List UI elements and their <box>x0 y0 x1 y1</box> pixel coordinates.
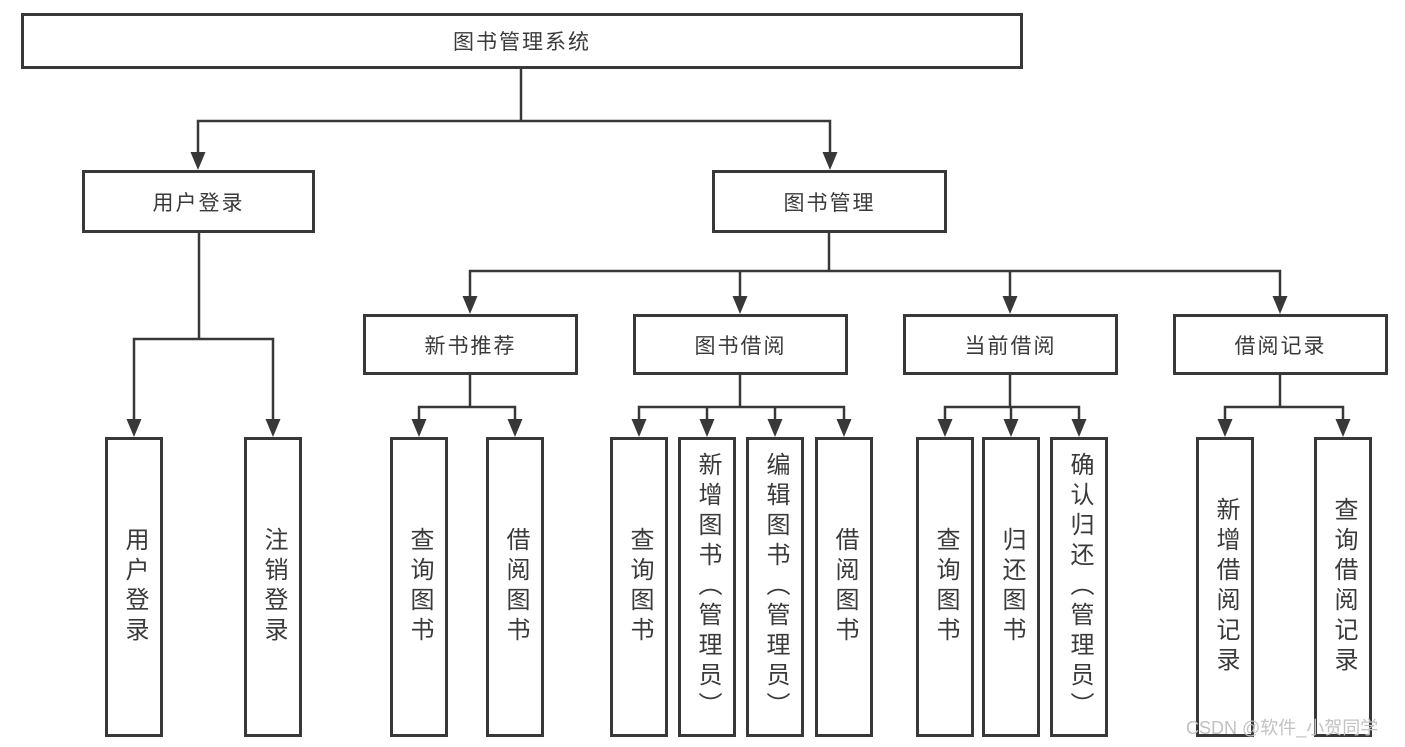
node-label: 图书借阅 <box>694 334 787 358</box>
node-label: 编辑图书（管理员） <box>762 452 789 722</box>
connector-user-login-children <box>126 233 281 437</box>
leaf-recommend-borrow-books: 借阅图书 <box>486 437 544 737</box>
node-library-management-system: 图书管理系统 <box>21 13 1023 69</box>
node-label: 新书推荐 <box>424 334 517 358</box>
node-new-book-recommendation: 新书推荐 <box>363 314 578 375</box>
node-label: 确认归还（管理员） <box>1066 452 1093 722</box>
node-label: 当前借阅 <box>964 334 1057 358</box>
leaf-current-confirm-return-admin: 确认归还（管理员） <box>1050 437 1108 737</box>
node-label: 图书管理 <box>783 191 876 215</box>
node-label: 查询图书 <box>406 527 433 647</box>
leaf-records-query-borrow-record: 查询借阅记录 <box>1314 437 1372 737</box>
node-user-login: 用户登录 <box>82 170 315 233</box>
connector-borrowing-records-children <box>1217 375 1351 437</box>
node-current-borrowing: 当前借阅 <box>903 314 1118 375</box>
connector-new-book-recommendation-children <box>411 375 523 437</box>
node-label: 查询图书 <box>626 527 653 647</box>
connector-book-management-children <box>462 233 1288 314</box>
leaf-borrow-edit-books-admin: 编辑图书（管理员） <box>746 437 804 737</box>
leaf-borrow-borrow-books: 借阅图书 <box>815 437 873 737</box>
leaf-recommend-query-books: 查询图书 <box>390 437 448 737</box>
node-label: 用户登录 <box>152 191 245 215</box>
leaf-user-login: 用户登录 <box>105 437 163 737</box>
leaf-current-return-books: 归还图书 <box>982 437 1040 737</box>
connector-book-borrowing-children <box>631 375 852 437</box>
leaf-borrow-query-books: 查询图书 <box>610 437 668 737</box>
node-label: 查询图书 <box>932 527 959 647</box>
node-label: 注销登录 <box>260 527 287 647</box>
node-label: 查询借阅记录 <box>1330 497 1357 677</box>
node-label: 新增图书（管理员） <box>694 452 721 722</box>
node-book-borrowing: 图书借阅 <box>633 314 848 375</box>
node-label: 归还图书 <box>998 527 1025 647</box>
node-label: 图书管理系统 <box>453 31 591 54</box>
node-label: 借阅记录 <box>1234 334 1327 358</box>
leaf-current-query-books: 查询图书 <box>916 437 974 737</box>
connector-current-borrowing-children <box>937 375 1087 437</box>
leaf-records-add-borrow-record: 新增借阅记录 <box>1196 437 1254 737</box>
node-label: 借阅图书 <box>831 527 858 647</box>
leaf-borrow-add-books-admin: 新增图书（管理员） <box>678 437 736 737</box>
node-label: 新增借阅记录 <box>1212 497 1239 677</box>
node-book-management: 图书管理 <box>712 170 947 233</box>
watermark: CSDN @软件_小贺同学 <box>1186 718 1379 738</box>
leaf-logout: 注销登录 <box>244 437 302 737</box>
node-label: 用户登录 <box>121 527 148 647</box>
node-borrowing-records: 借阅记录 <box>1173 314 1388 375</box>
connector-root-to-level2 <box>190 68 838 170</box>
node-label: 借阅图书 <box>502 527 529 647</box>
